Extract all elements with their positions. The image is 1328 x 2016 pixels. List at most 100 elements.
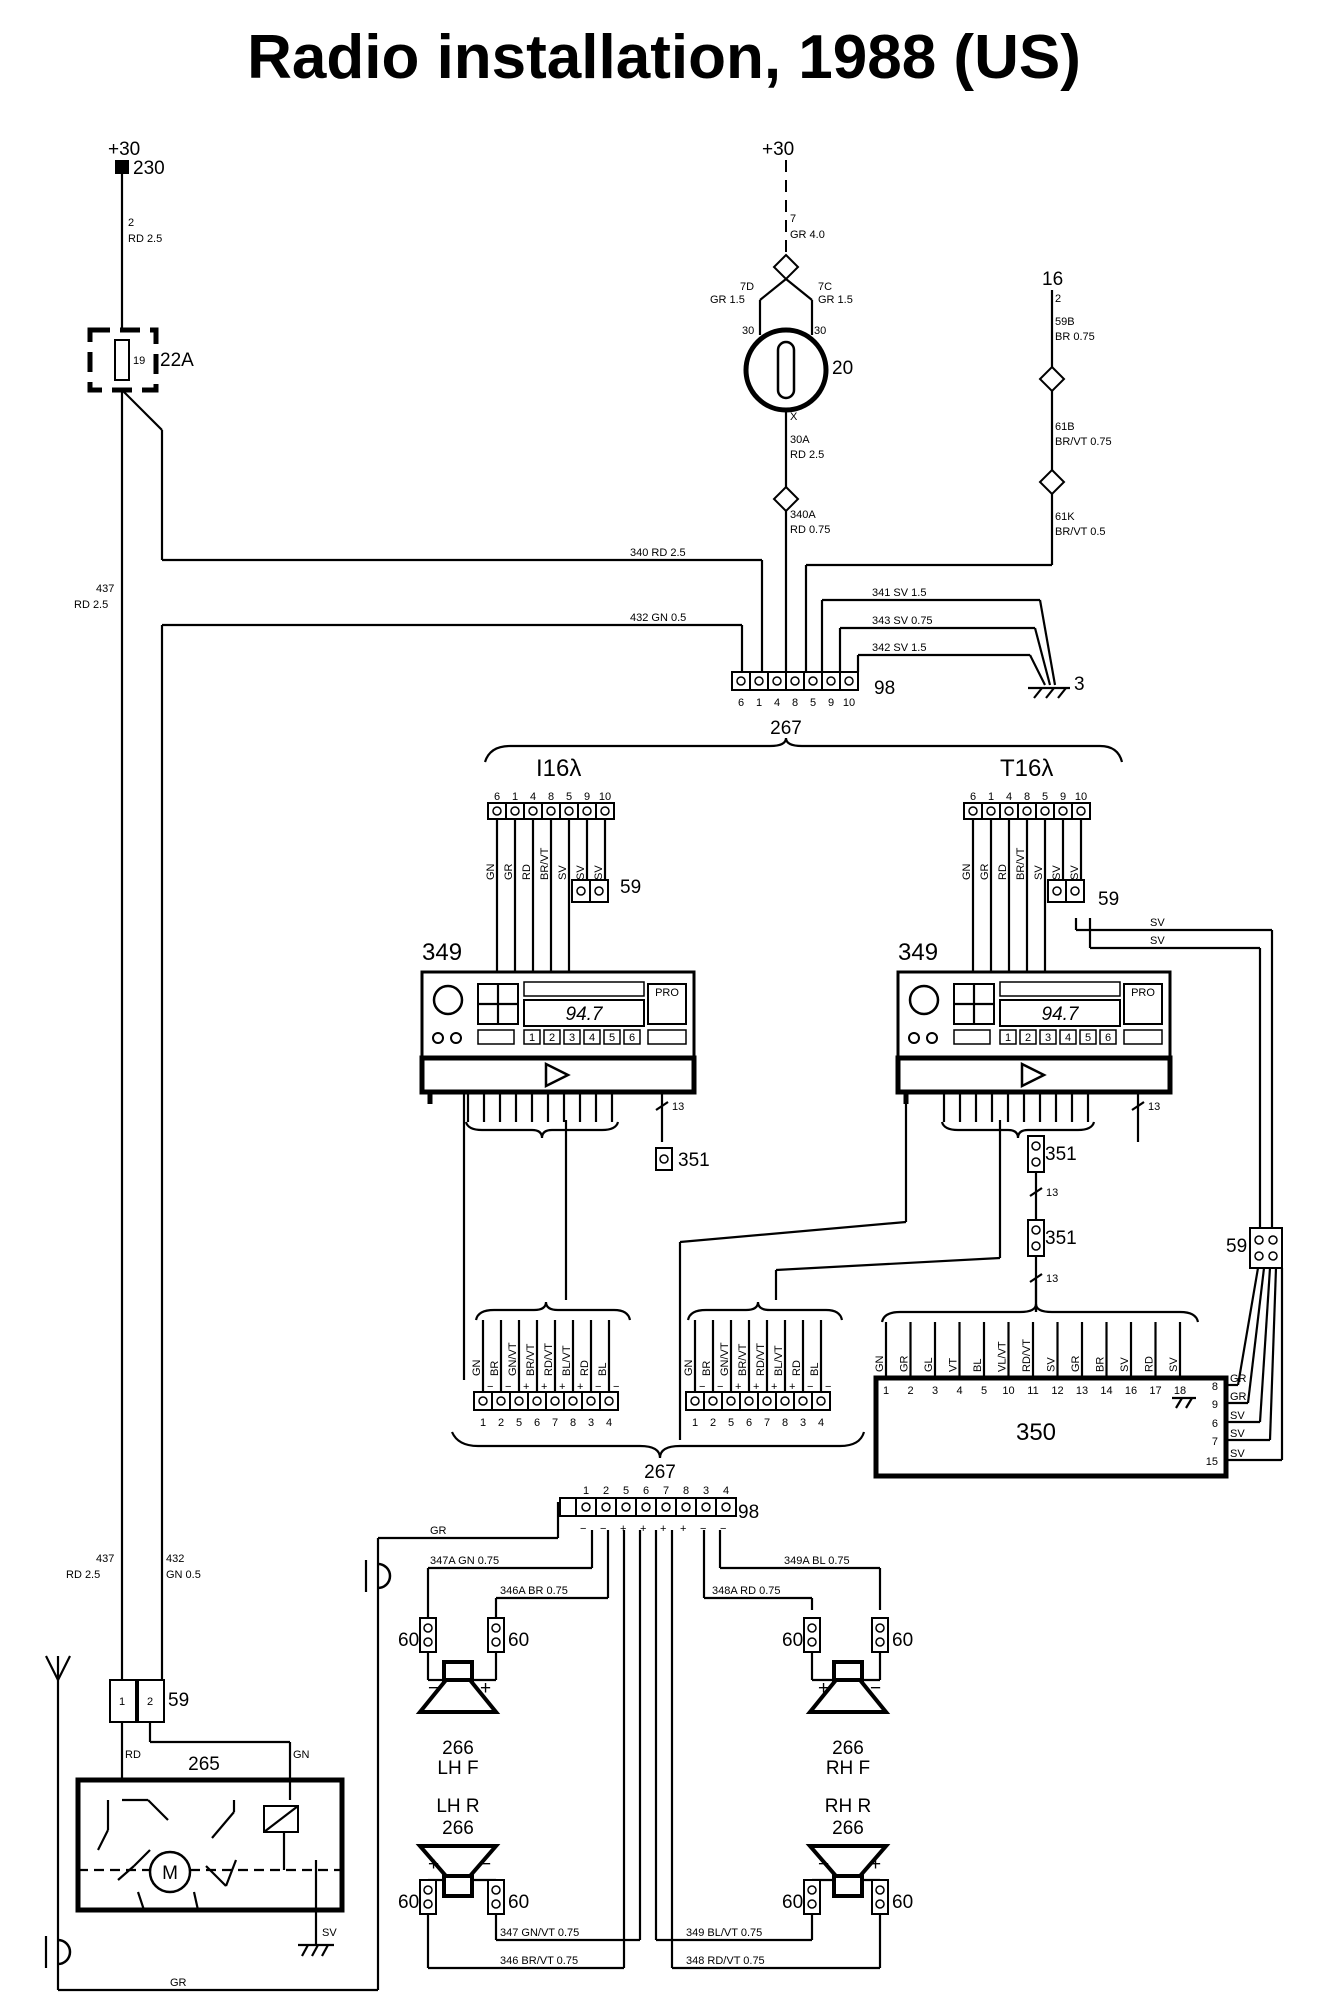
radio-pin-number: 6 xyxy=(494,791,500,803)
speaker-pin-number: 5 xyxy=(728,1417,734,1429)
svg-text:59: 59 xyxy=(1226,1236,1247,1257)
svg-text:RD 2.5: RD 2.5 xyxy=(790,449,824,461)
seek-button xyxy=(477,1029,515,1045)
connector-98-bottom-pin-number: 3 xyxy=(703,1485,709,1497)
speaker-wire-color: BR xyxy=(701,1361,713,1376)
amp-pin-number: 12 xyxy=(1051,1385,1063,1397)
speaker-wire-color: BL/VT xyxy=(773,1345,785,1376)
dynamic-groups: GN−1BR−2GN/VT+5BR/VT+6RD/VT+7BL/VT+8RD−3… xyxy=(471,1301,844,1429)
radio-pin-number: 6 xyxy=(970,791,976,803)
speaker-wire-polarity: + xyxy=(789,1381,795,1393)
motor-label: M xyxy=(162,1863,178,1884)
amp-side-pin: 7 xyxy=(1212,1436,1218,1448)
play-icon xyxy=(1020,1061,1047,1089)
connector-98-top-pin xyxy=(785,671,805,691)
preset-button xyxy=(563,1029,581,1045)
connector-59-antenna: 437 RD 2.5 432 GN 0.5 1 2 59 RD GN xyxy=(66,1553,310,1800)
preset-label: 5 xyxy=(609,1032,615,1044)
svg-text:30A: 30A xyxy=(790,434,810,446)
amp-pin-number: 3 xyxy=(932,1385,938,1397)
antenna xyxy=(44,1655,72,1990)
connector-98-top-pin-number: 10 xyxy=(843,697,855,709)
amp-pin-number: 16 xyxy=(1125,1385,1137,1397)
radio-pin-number: 1 xyxy=(988,791,994,803)
radio-wire-color: RD xyxy=(997,864,1009,880)
radio-wire-color: BR/VT xyxy=(539,847,551,880)
preset-button xyxy=(1059,1029,1077,1045)
ignition-switch-20: 20 xyxy=(743,327,853,413)
speaker-connector-i16: GN−1BR−2GN/VT+5BR/VT+6RD/VT+7BL/VT+8RD−3… xyxy=(471,1301,632,1429)
speaker-wire-polarity: + xyxy=(735,1381,741,1393)
speaker-connector-pin xyxy=(721,1391,741,1411)
connector-60 xyxy=(803,1879,821,1915)
svg-text:59: 59 xyxy=(168,1690,189,1711)
terminal-230 xyxy=(115,160,129,174)
connector-98-top-pin-number: 4 xyxy=(774,697,780,709)
speaker-pin-number: 2 xyxy=(498,1417,504,1429)
connector-60-label: 60 xyxy=(398,1630,419,1651)
speaker-connector-pin xyxy=(811,1391,831,1411)
radio-wire-color: SV xyxy=(557,865,569,880)
radio-wire-color: SV xyxy=(1033,865,1045,880)
svg-text:2: 2 xyxy=(1055,293,1061,305)
radio-pin xyxy=(1071,802,1091,820)
svg-text:61K: 61K xyxy=(1055,511,1075,523)
connector-60 xyxy=(487,1617,505,1653)
radio-pin-number: 5 xyxy=(1042,791,1048,803)
svg-text:346A BR 0.75: 346A BR 0.75 xyxy=(500,1585,568,1597)
svg-text:342 SV 1.5: 342 SV 1.5 xyxy=(872,642,926,654)
connector-98-top-pin xyxy=(839,671,859,691)
connector-351 xyxy=(655,1147,673,1171)
frequency-display xyxy=(523,999,645,1027)
connector-60-label: 60 xyxy=(782,1630,803,1651)
svg-text:265: 265 xyxy=(188,1754,220,1775)
amp-wire-color: RD/VT xyxy=(1021,1339,1033,1372)
svg-text:19: 19 xyxy=(133,355,145,367)
amp-wire-color: RD xyxy=(1144,1356,1156,1372)
svg-text:266: 266 xyxy=(442,1818,474,1839)
svg-text:432: 432 xyxy=(166,1553,184,1565)
speaker-wire-color: BR/VT xyxy=(525,1343,537,1376)
speaker-wire-polarity: − xyxy=(825,1381,831,1393)
svg-text:+30: +30 xyxy=(108,139,140,160)
radio-pin xyxy=(981,802,1001,820)
radio-pin xyxy=(1017,802,1037,820)
connector-98-bottom-pin-number: 2 xyxy=(603,1485,609,1497)
radio-pin xyxy=(595,802,615,820)
amp-wire-color: VT xyxy=(948,1358,960,1372)
connector-98-top-pin xyxy=(731,671,751,691)
connector-98-bottom-pin xyxy=(695,1497,717,1517)
svg-text:351: 351 xyxy=(678,1150,710,1171)
connector-98-top-pin xyxy=(803,671,823,691)
svg-text:BR/VT 0.75: BR/VT 0.75 xyxy=(1055,436,1112,448)
sv-wires-right: SV SV 59 xyxy=(1074,917,1284,1460)
amp-side-color: GR xyxy=(1230,1391,1247,1403)
knob-icon xyxy=(926,1032,938,1044)
svg-text:RD 2.5: RD 2.5 xyxy=(74,599,108,611)
preset-label: 3 xyxy=(569,1032,575,1044)
amp-wire-color: BL xyxy=(972,1359,984,1372)
radio-wire-color: GN xyxy=(961,863,973,880)
knob-icon xyxy=(450,1032,462,1044)
speaker-connector-pin xyxy=(581,1391,601,1411)
radio-pin-number: 8 xyxy=(1024,791,1030,803)
svg-text:61B: 61B xyxy=(1055,421,1075,433)
speaker-polarity: + xyxy=(480,1678,491,1699)
svg-text:LH F: LH F xyxy=(437,1758,478,1779)
speaker-polarity: − xyxy=(870,1678,881,1699)
ground-wires: 341 SV 1.5 343 SV 0.75 342 SV 1.5 3 xyxy=(820,587,1085,699)
amp-wire-color: SV xyxy=(1168,1357,1180,1372)
svg-text:RD 2.5: RD 2.5 xyxy=(128,233,162,245)
speaker-cone-icon xyxy=(805,1678,891,1714)
radio-pin xyxy=(1035,802,1055,820)
amp-pin-number: 13 xyxy=(1076,1385,1088,1397)
amp-pin-number: 1 xyxy=(883,1385,889,1397)
speaker-pin-number: 8 xyxy=(570,1417,576,1429)
svg-text:30: 30 xyxy=(742,325,754,337)
radio-pin-number: 9 xyxy=(584,791,590,803)
frequency-readout: 94.7 xyxy=(566,1004,604,1025)
connector-60 xyxy=(419,1617,437,1653)
speaker-pin-number: 1 xyxy=(692,1417,698,1429)
